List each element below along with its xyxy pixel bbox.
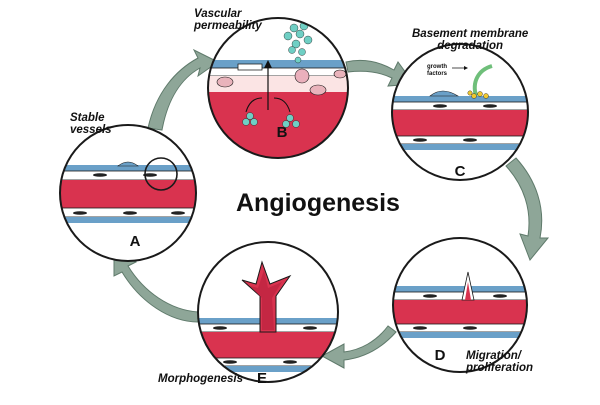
stage-b-circle: B <box>207 17 349 159</box>
stage-e-circle: E <box>197 241 339 387</box>
stage-d-circle: D <box>392 237 528 373</box>
growth-factors-line-1: growth <box>427 64 447 70</box>
caption-migration-proliferation: Migration/ proliferation <box>466 350 534 374</box>
stage-a-circle: A <box>59 124 197 262</box>
caption-morphogenesis: Morphogenesis <box>158 373 243 385</box>
arrow-d-to-e <box>320 325 397 369</box>
stage-c-circle: growth factors C <box>391 43 529 181</box>
stage-b-letter: B <box>277 124 288 141</box>
caption-vascular-permeability: Vascular permeability <box>194 8 262 32</box>
zoom-detail-ring <box>144 157 178 191</box>
stage-e-letter: E <box>257 370 267 387</box>
cycle-arrows <box>113 48 550 369</box>
diagram-title: Angiogenesis <box>236 189 400 217</box>
growth-factors-line-2: factors <box>427 71 448 77</box>
arrow-c-to-d <box>505 157 550 261</box>
stage-c-letter: C <box>455 163 466 180</box>
stage-a-letter: A <box>130 233 141 250</box>
stage-d-letter: D <box>435 347 446 364</box>
caption-stable-vessels: Stable vessels <box>70 112 112 136</box>
caption-basement-membrane-degradation: Basement membrane degradation <box>412 28 529 52</box>
